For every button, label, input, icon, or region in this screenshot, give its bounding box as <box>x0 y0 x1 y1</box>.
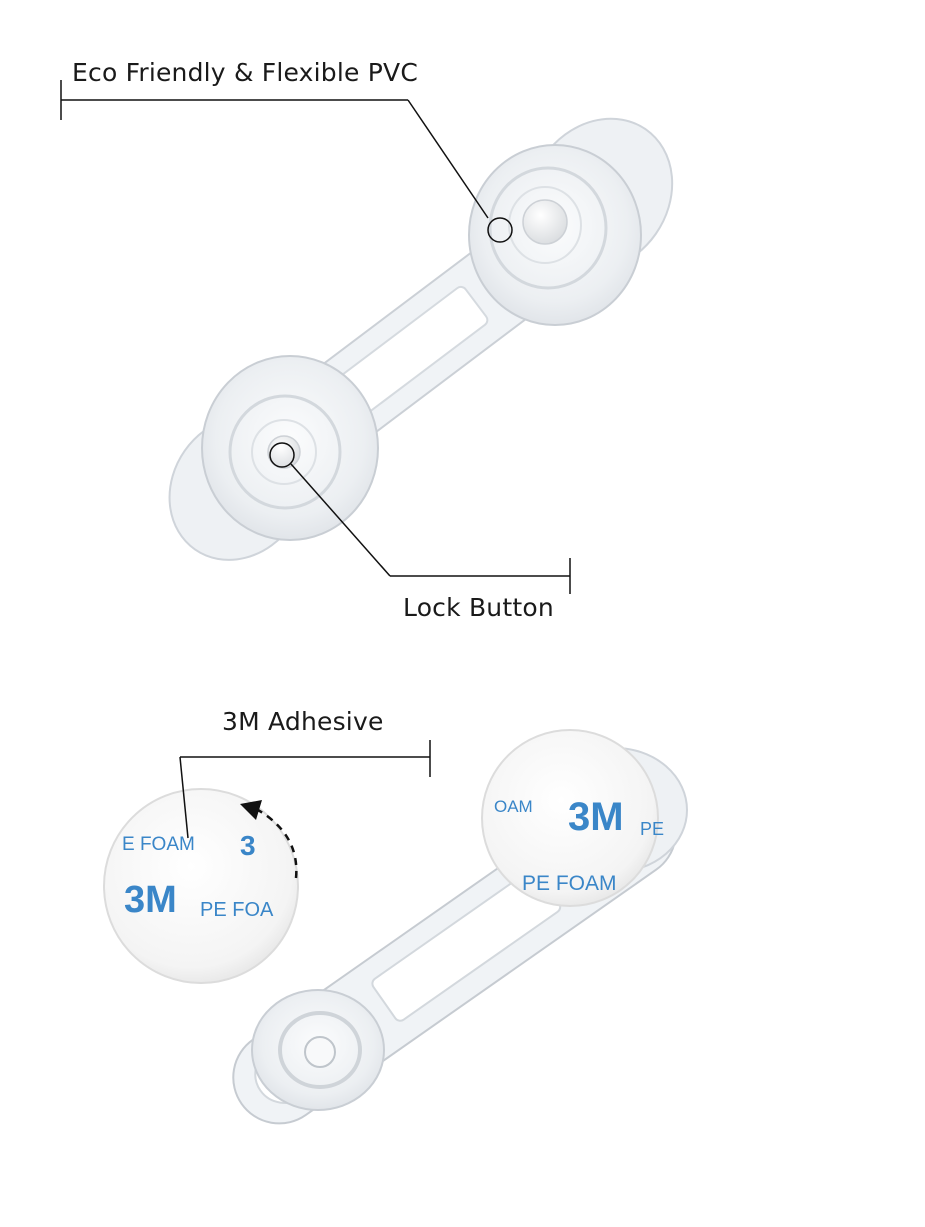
pad-detached-brand: 3M <box>124 879 177 921</box>
receptacle-ring <box>278 1011 362 1089</box>
adhesive-pad-detached <box>103 788 299 984</box>
lock-disc-top-ring <box>488 166 608 290</box>
callout-adhesive-line <box>179 740 431 839</box>
callout-lock-line <box>269 442 571 594</box>
callout-lock-label: Lock Button <box>403 593 554 622</box>
strap-lock-top <box>60 80 674 594</box>
strap-lock-bottom: 3M PE OAM PE FOAM E FOAM 3 3M PE FOA <box>103 729 688 1125</box>
pad-attached-foam-fragment: OAM <box>494 797 533 816</box>
lock-disc-bottom-inner-ring <box>251 419 317 485</box>
callout-adhesive-label: 3M Adhesive <box>222 707 384 736</box>
callout-material-line <box>60 80 513 243</box>
lock-knob-top <box>522 199 568 245</box>
receptacle-hole <box>304 1036 336 1068</box>
pad-attached-brand: 3M <box>568 795 624 839</box>
pad-attached-foam-right: PE <box>640 819 664 839</box>
pad-detached-foam-bottom: PE FOA <box>200 899 274 921</box>
pad-detached-brand-partial: 3 <box>240 830 256 861</box>
callout-material-label: Eco Friendly & Flexible PVC <box>72 58 418 87</box>
lock-disc-top-inner-ring <box>508 186 582 264</box>
pad-attached-foam-label: PE FOAM <box>522 872 617 895</box>
pad-detached-foam-top: E FOAM <box>122 834 195 855</box>
lock-disc-bottom-ring <box>228 394 342 510</box>
peel-arrow <box>240 800 298 879</box>
adhesive-pad-attached <box>481 729 659 907</box>
